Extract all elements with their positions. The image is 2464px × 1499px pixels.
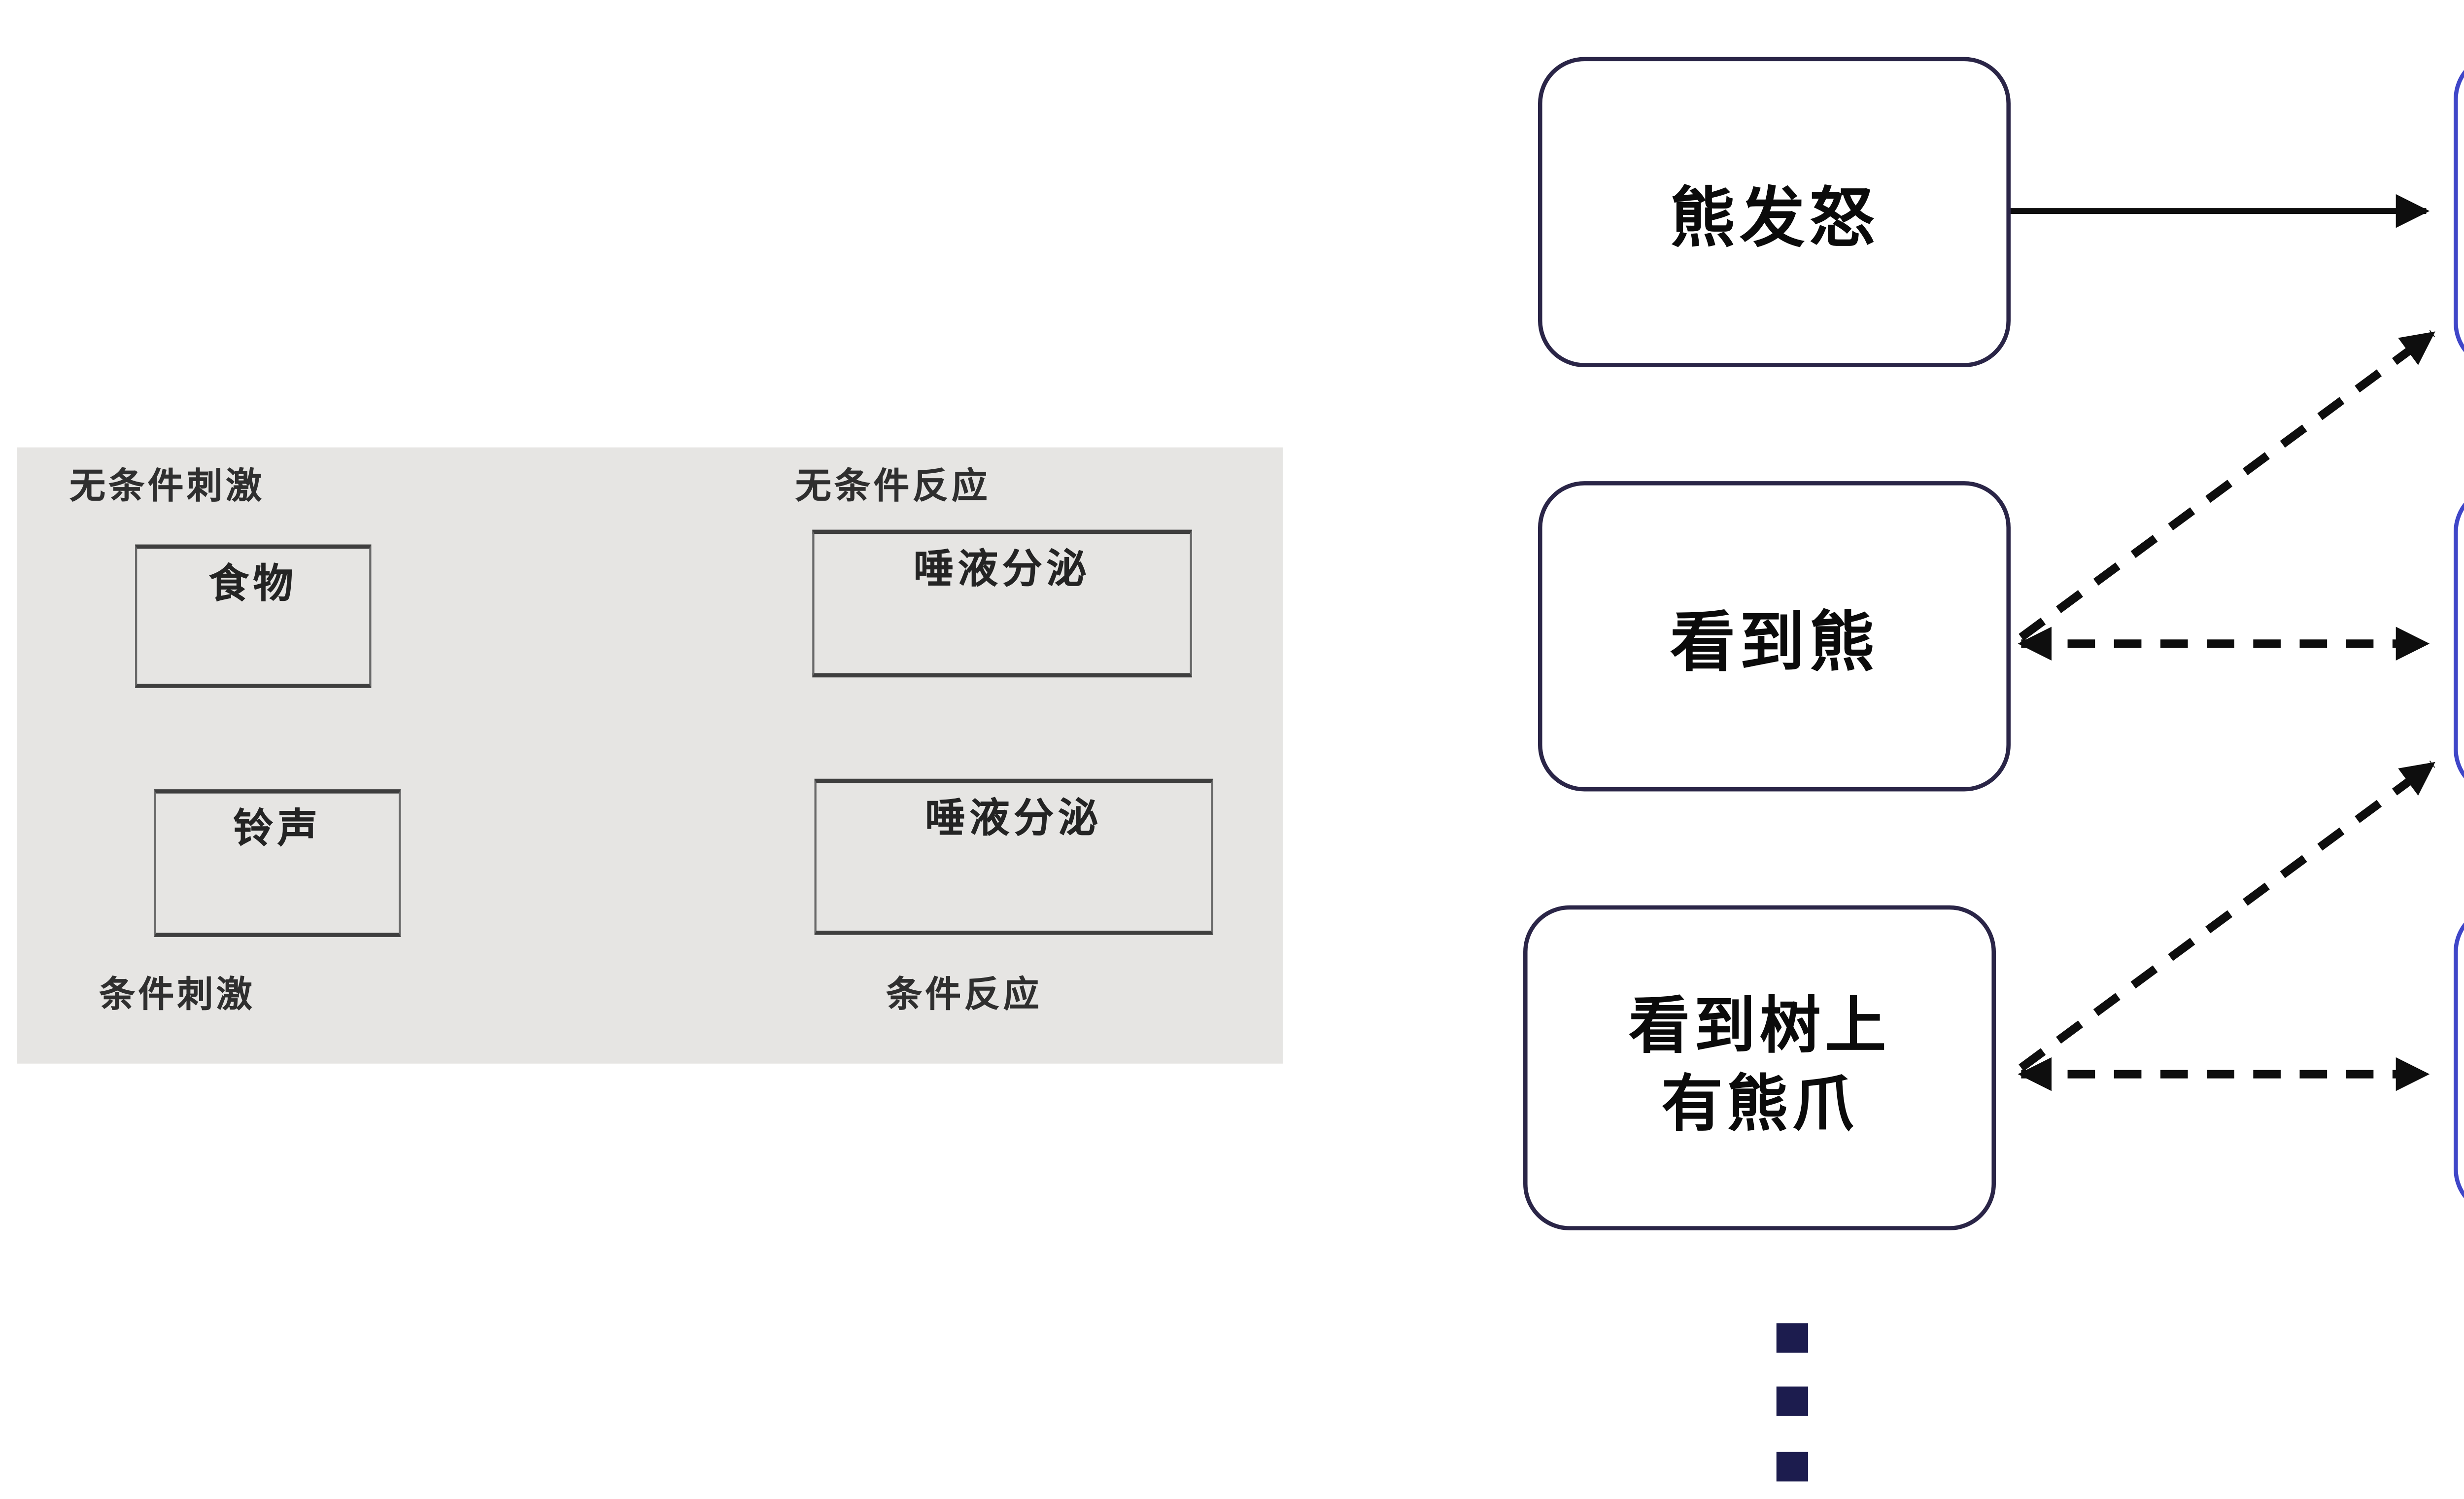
arrow-see-bear-to-reward (2019, 330, 2435, 641)
salivation-box-bottom: 唾液分泌 (814, 778, 1213, 935)
unconditioned-stimulus-label: 无条件刺激 (69, 466, 265, 507)
see-bear-label: 看到熊 (1670, 605, 1879, 680)
arrow-see-claw-to-value-next (2019, 760, 2435, 1072)
conditioned-stimulus-label: 条件刺激 (99, 975, 256, 1015)
see-claw-label: 看到树上 有熊爪 (1629, 989, 1890, 1146)
see-bear-box: 看到熊 (1538, 481, 2011, 792)
pavlov-panel: 无条件刺激 无条件反应 条件刺激 条件反应 食物 唾液分泌 铃声 唾液分泌 (17, 447, 1283, 1064)
bear-angry-label: 熊发怒 (1670, 181, 1879, 256)
value-box: V(s) (2454, 905, 2464, 1216)
see-claw-box: 看到树上 有熊爪 (1523, 905, 1996, 1230)
salivation-box-top: 唾液分泌 (812, 529, 1192, 678)
see-claw-label-line1: 看到树上 (1629, 993, 1890, 1061)
conditioned-response-label: 条件反应 (886, 975, 1042, 1015)
food-box: 食物 (135, 544, 372, 688)
see-claw-label-line2: 有熊爪 (1661, 1072, 1858, 1140)
reward-box: 奖励 (2454, 53, 2464, 370)
bear-angry-box: 熊发怒 (1538, 57, 2011, 367)
vertical-ellipsis-icon (1776, 1452, 1808, 1482)
value-next-box: V(s′) (2454, 485, 2464, 796)
unconditioned-response-label: 无条件反应 (795, 466, 991, 507)
bell-box: 铃声 (154, 789, 401, 937)
vertical-ellipsis-icon (1776, 1323, 1808, 1353)
vertical-ellipsis-icon (1776, 1386, 1808, 1416)
